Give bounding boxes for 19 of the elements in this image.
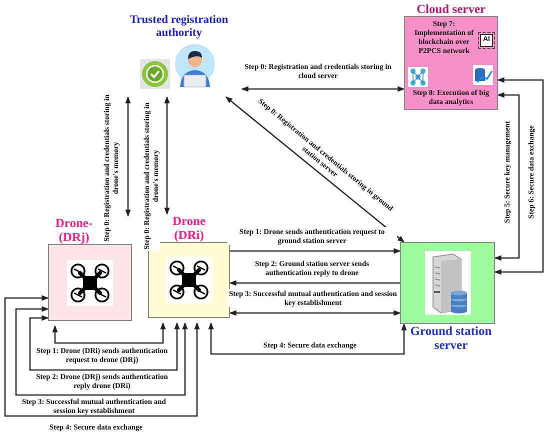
arrow [15, 306, 188, 396]
node-title: Trusted registration authority [128, 14, 230, 40]
arrow [229, 280, 400, 286]
node-title: Drone- (DRj) [54, 216, 94, 244]
arrow [208, 322, 407, 355]
arrow [125, 96, 131, 217]
arrow [225, 96, 405, 242]
arrow [241, 86, 405, 92]
node-title: Ground station server [409, 324, 493, 352]
arrow [229, 310, 401, 316]
arrow [29, 315, 180, 371]
arrow [52, 322, 166, 344]
node-title: Cloud server [415, 2, 487, 16]
arrow [494, 92, 520, 261]
node-title: Drone (DRi) [171, 214, 207, 242]
arrow [164, 96, 170, 215]
arrow [230, 248, 401, 254]
arrow [4, 295, 200, 417]
arrow [494, 77, 544, 275]
